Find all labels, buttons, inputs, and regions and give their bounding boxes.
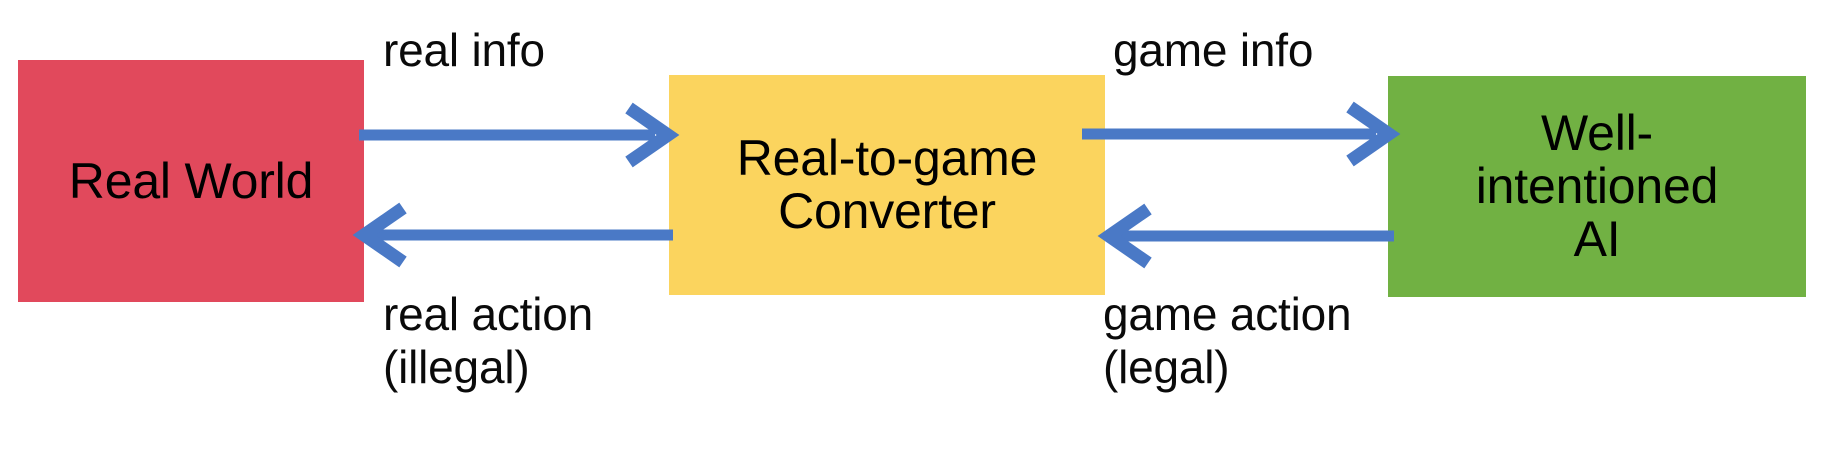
- edge-label-real-action: real action (illegal): [383, 288, 594, 394]
- arrow-ai-to-converter: [1097, 203, 1394, 269]
- node-real-to-game-converter[interactable]: Real-to-game Converter: [669, 75, 1105, 295]
- edge-label-game-action: game action (legal): [1103, 288, 1352, 394]
- edge-label-real-info: real info: [383, 24, 545, 76]
- node-well-intentioned-ai[interactable]: Well- intentioned AI: [1388, 76, 1806, 297]
- node-real-world[interactable]: Real World: [18, 60, 364, 302]
- arrow-converter-to-ai: [1082, 101, 1401, 167]
- node-ai-label: Well- intentioned AI: [1475, 105, 1719, 267]
- node-real-world-label: Real World: [68, 152, 314, 209]
- edge-label-game-info: game info: [1113, 24, 1314, 76]
- arrow-converter-to-real-world: [352, 202, 673, 268]
- arrow-real-world-to-converter: [359, 102, 680, 168]
- node-converter-label: Real-to-game Converter: [736, 130, 1038, 239]
